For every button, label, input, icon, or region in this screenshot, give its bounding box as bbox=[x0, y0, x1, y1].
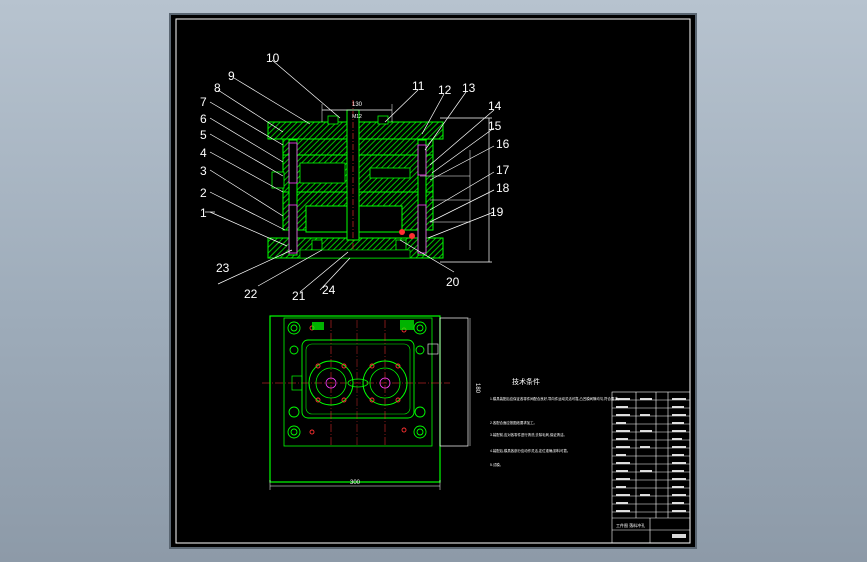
note-line-5: 5.试模。 bbox=[490, 462, 503, 467]
section-view bbox=[267, 100, 492, 263]
top-dimension: 130 M12 bbox=[321, 102, 393, 122]
notes-heading: 技术条件 bbox=[512, 377, 540, 386]
note-line-1: 1.模具装配后应保证各零件间配合良好,导向件运动灵活可靠,凸凹模间隙均匀,符合要… bbox=[490, 396, 621, 401]
callout-19: 19 bbox=[490, 205, 504, 219]
callout-1: 1 bbox=[200, 206, 207, 220]
callout-18: 18 bbox=[496, 181, 510, 195]
callout-24: 24 bbox=[322, 283, 336, 297]
drawing-frame bbox=[175, 18, 691, 544]
callouts bbox=[205, 59, 495, 293]
callout-9: 9 bbox=[228, 69, 235, 83]
guide-post-left bbox=[288, 139, 298, 256]
callout-6: 6 bbox=[200, 112, 207, 126]
callout-22: 22 bbox=[244, 287, 258, 301]
technical-notes: 技术条件 1.模具装配后应保证各零件间配合良好,导向件运动灵活可靠,凸凹模间隙均… bbox=[490, 377, 621, 467]
callout-12: 12 bbox=[438, 83, 452, 97]
note-line-2: 2.各配合面应按图纸要求加工。 bbox=[490, 420, 537, 425]
callout-15: 15 bbox=[488, 119, 502, 133]
plan-view: 300 180 bbox=[262, 315, 480, 490]
callout-17: 17 bbox=[496, 163, 510, 177]
callout-23: 23 bbox=[216, 261, 230, 275]
callout-14: 14 bbox=[488, 99, 502, 113]
callout-5: 5 bbox=[200, 128, 207, 142]
dim-top-width-sub: M12 bbox=[352, 114, 362, 120]
callout-2: 2 bbox=[200, 186, 207, 200]
callout-20: 20 bbox=[446, 275, 460, 289]
callout-16: 16 bbox=[496, 137, 510, 151]
dim-plan-width: 300 bbox=[350, 480, 361, 486]
title-block-caption: 工件图 落料冲孔 bbox=[616, 522, 645, 528]
callout-8: 8 bbox=[214, 81, 221, 95]
drawing-sheet bbox=[169, 13, 697, 549]
note-line-4: 4.装配后,模具各部分应动作灵活,定位准确,卸料可靠。 bbox=[490, 448, 570, 453]
guide-post-right bbox=[417, 139, 427, 256]
callout-21: 21 bbox=[292, 289, 306, 303]
callout-10: 10 bbox=[266, 51, 280, 65]
callout-4: 4 bbox=[200, 146, 207, 160]
note-line-3: 3.装配前,应对各零件进行清洗,去除毛刺,保证清洁。 bbox=[490, 432, 567, 437]
callout-11: 11 bbox=[412, 79, 425, 93]
callout-3: 3 bbox=[200, 164, 207, 178]
dim-plan-height: 180 bbox=[474, 383, 480, 394]
callout-7: 7 bbox=[200, 95, 207, 109]
callout-13: 13 bbox=[462, 81, 476, 95]
title-block bbox=[611, 391, 691, 544]
dim-top-width: 130 bbox=[352, 102, 363, 108]
upper-cavity bbox=[299, 162, 346, 184]
